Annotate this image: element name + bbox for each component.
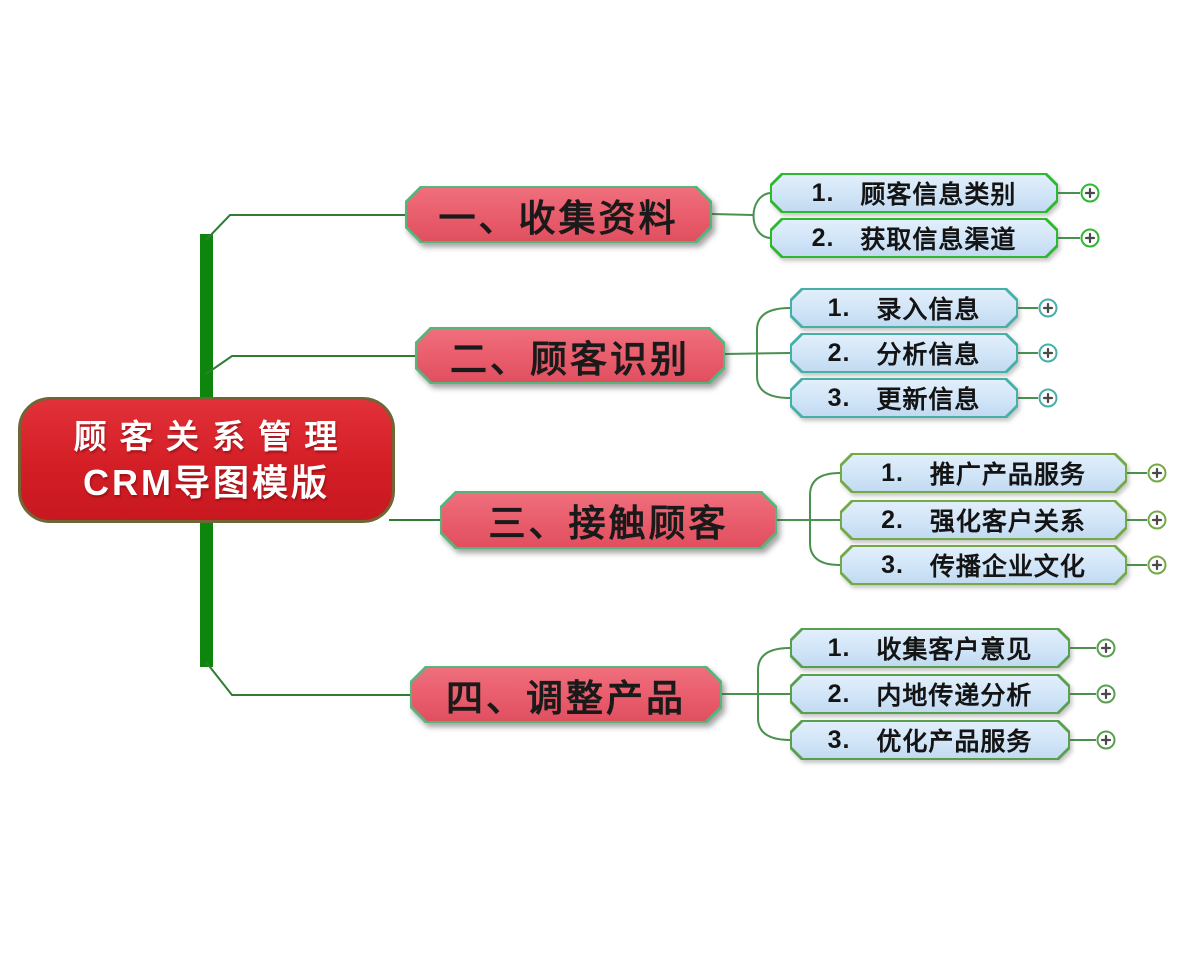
branch4-fork-curve-up [757, 647, 791, 694]
child-node[interactable]: 3. 传播企业文化 [840, 545, 1127, 585]
child-node[interactable]: 3. 更新信息 [790, 378, 1018, 418]
branch-node-fill [412, 668, 720, 721]
branch-node-1[interactable]: 一、收集资料 [405, 186, 712, 243]
expand-icon[interactable] [1080, 183, 1100, 203]
child-node-fill [772, 220, 1056, 256]
child-node-text: 顾客信息类别 [860, 181, 1017, 209]
child-node-text: 更新信息 [876, 386, 981, 414]
expand-icon[interactable] [1147, 463, 1167, 483]
branch4-line [205, 661, 410, 696]
child-node[interactable]: 2. 内地传递分析 [790, 674, 1070, 714]
expand-icon[interactable] [1147, 555, 1167, 575]
expand-icon[interactable] [1038, 343, 1058, 363]
branch2-line [205, 355, 415, 375]
child-node-number: 2. [827, 679, 851, 708]
child-node-fill [842, 502, 1125, 538]
root-node[interactable]: 顾 客 关 系 管 理 CRM导图模版 [18, 397, 395, 523]
child-node-label: 3. 更新信息 [790, 378, 1018, 418]
child-node-number: 1. [811, 178, 835, 207]
branch1-line [205, 214, 405, 241]
child-node-number: 2. [881, 505, 904, 534]
child-node-label: 2. 内地传递分析 [790, 674, 1070, 714]
branch-node-label: 一、收集资料 [438, 197, 679, 239]
child-node[interactable]: 2. 获取信息渠道 [770, 218, 1058, 258]
child-node-text: 收集客户意见 [876, 636, 1033, 664]
branch-node-label: 三、接触顾客 [488, 503, 729, 544]
child-node-fill [792, 676, 1068, 712]
child-node[interactable]: 1. 推广产品服务 [840, 453, 1127, 493]
branch4-fork-curve-down [757, 694, 791, 741]
child-node-number: 1. [881, 458, 904, 487]
branch-node-label: 二、顾客识别 [450, 338, 690, 380]
expand-icon[interactable] [1038, 388, 1058, 408]
branch-node-label: 四、调整产品 [446, 677, 686, 719]
child-node-fill [792, 335, 1016, 371]
child-node[interactable]: 1. 顾客信息类别 [770, 173, 1058, 213]
child-node-label: 1. 录入信息 [790, 288, 1018, 328]
child-node-number: 1. [827, 633, 851, 662]
child-node-label: 1. 顾客信息类别 [770, 173, 1058, 213]
child-node-number: 2. [827, 338, 851, 367]
child-node-label: 2. 强化客户关系 [840, 500, 1127, 540]
child-node-text: 分析信息 [876, 341, 981, 369]
child-node-fill [842, 455, 1125, 491]
expand-icon[interactable] [1096, 638, 1116, 658]
child-node-label: 2. 分析信息 [790, 333, 1018, 373]
child-node-text: 推广产品服务 [929, 461, 1086, 489]
child-node-label: 1. 收集客户意见 [790, 628, 1070, 668]
branch-node-4[interactable]: 四、调整产品 [410, 666, 722, 723]
branch3-fork-curve-up [809, 472, 841, 520]
child-node-fill [842, 547, 1125, 583]
child-node-label: 2. 获取信息渠道 [770, 218, 1058, 258]
branch2-fork-curve-down [756, 354, 791, 399]
branch1-fork-stub [711, 213, 754, 216]
child-node-label: 1. 推广产品服务 [840, 453, 1127, 493]
child-node[interactable]: 1. 收集客户意见 [790, 628, 1070, 668]
child-node-text: 强化客户关系 [929, 508, 1086, 536]
child-node[interactable]: 1. 录入信息 [790, 288, 1018, 328]
child-node-text: 获取信息渠道 [860, 226, 1017, 254]
child-node[interactable]: 2. 强化客户关系 [840, 500, 1127, 540]
child-node-number: 3. [827, 725, 851, 754]
child-node-text: 传播企业文化 [929, 553, 1086, 581]
child-node-number: 1. [827, 293, 851, 322]
branch3-fork-curve-down [809, 520, 841, 566]
branch-node-fill [407, 188, 710, 241]
child-node-fill [792, 290, 1016, 326]
child-node-number: 3. [881, 550, 904, 579]
child-node-number: 2. [811, 223, 835, 252]
child-node[interactable]: 2. 分析信息 [790, 333, 1018, 373]
expand-icon[interactable] [1096, 684, 1116, 704]
expand-icon[interactable] [1147, 510, 1167, 530]
branch2-fork-curve-up [756, 307, 791, 354]
root-title-line2: CRM导图模版 [83, 461, 330, 503]
branch-node-fill [442, 493, 775, 547]
child-node-label: 3. 优化产品服务 [790, 720, 1070, 760]
branch-node-3[interactable]: 三、接触顾客 [440, 491, 777, 549]
expand-icon[interactable] [1038, 298, 1058, 318]
child-node-fill [772, 175, 1056, 211]
branch1-fork-curve [752, 192, 771, 239]
child-node-label: 3. 传播企业文化 [840, 545, 1127, 585]
child-node-fill [792, 380, 1016, 416]
expand-icon[interactable] [1080, 228, 1100, 248]
child-node[interactable]: 3. 优化产品服务 [790, 720, 1070, 760]
child-node-text: 录入信息 [876, 296, 981, 324]
branch-node-2[interactable]: 二、顾客识别 [415, 327, 725, 384]
child-node-text: 优化产品服务 [876, 728, 1033, 756]
child-node-number: 3. [827, 383, 851, 412]
child-node-text: 内地传递分析 [876, 682, 1033, 710]
root-title-line1: 顾 客 关 系 管 理 [73, 417, 340, 455]
expand-icon[interactable] [1096, 730, 1116, 750]
branch-node-fill [417, 329, 723, 382]
child-node-fill [792, 722, 1068, 758]
child-node-fill [792, 630, 1068, 666]
